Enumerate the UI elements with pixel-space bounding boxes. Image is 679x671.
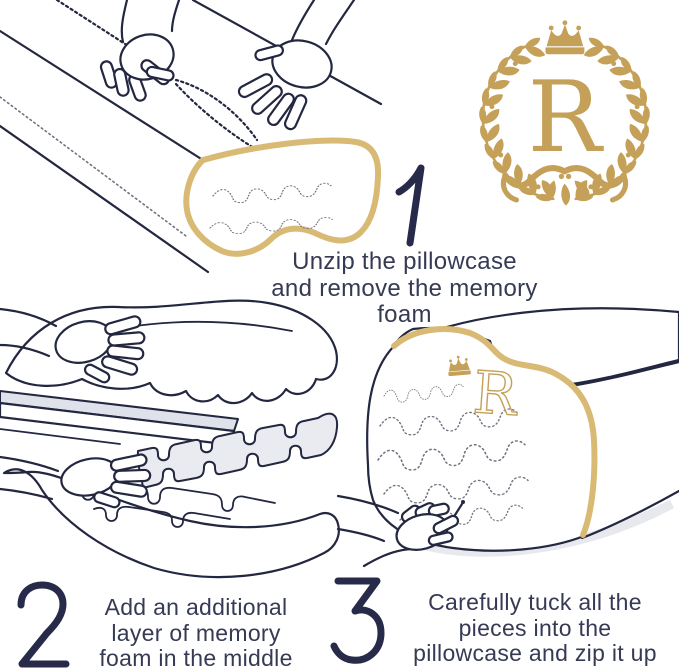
caption-line: layer of memory [111,619,281,646]
zipper-pull [453,502,464,517]
zipper-flap-lower [174,82,256,150]
brand-monogram: R [528,61,605,175]
step3-pillow-illustration: R [336,307,679,568]
pillow-top-edge [0,29,208,164]
step-1-number: 1 [390,162,436,247]
pillow-seam-dotted [0,96,187,237]
caption-line: foam [377,301,432,328]
caption-line: foam in the middle [99,645,293,671]
pillow-bottom-edge [0,124,210,274]
caption-line: and remove the memory [271,274,538,302]
step2-stack-illustration [0,299,340,579]
laurel-branch-icon [570,34,653,203]
foam-texture-dots [209,182,334,234]
ribbon-icon [500,164,629,207]
hand-holding-case [237,0,356,131]
memory-foam-end-cap [183,137,382,257]
step-2-number: 2 [12,581,72,668]
body-bottom-edge [580,489,679,540]
pillow-monogram-letter: R [471,358,522,429]
caption-line: pillowcase and zip it up [413,640,657,666]
caption-line: pieces into the [458,614,612,641]
hand-inserting-layer [0,453,152,509]
step1-unzip-illustration [0,0,383,274]
contour-foam-base [2,468,340,579]
step-3-caption: Carefully tuck all the pieces into the p… [392,589,678,667]
zipper-flap-upper [174,78,259,142]
step-2-caption: Add an additional layer of memory foam i… [58,594,334,671]
pillow-monogram: R [446,354,522,430]
gold-piping [391,326,598,538]
zipper-track-dotted [55,0,172,75]
contour-foam-middle-layer [136,412,339,489]
brand-logo: R [462,10,667,207]
hand-tucking-zipper [336,494,465,568]
caption-line: Carefully tuck all the [428,589,642,615]
caption-line: Add an additional [104,594,288,620]
hand-pulling-zipper [99,0,181,102]
step-1-caption: Unzip the pillowcase and remove the memo… [232,248,577,329]
caption-line: Unzip the pillowcase [292,248,517,275]
step-3-number: 3 [330,577,390,665]
hand-on-cover [0,307,146,384]
crown-laurel-wreath-icon: R [462,20,653,207]
